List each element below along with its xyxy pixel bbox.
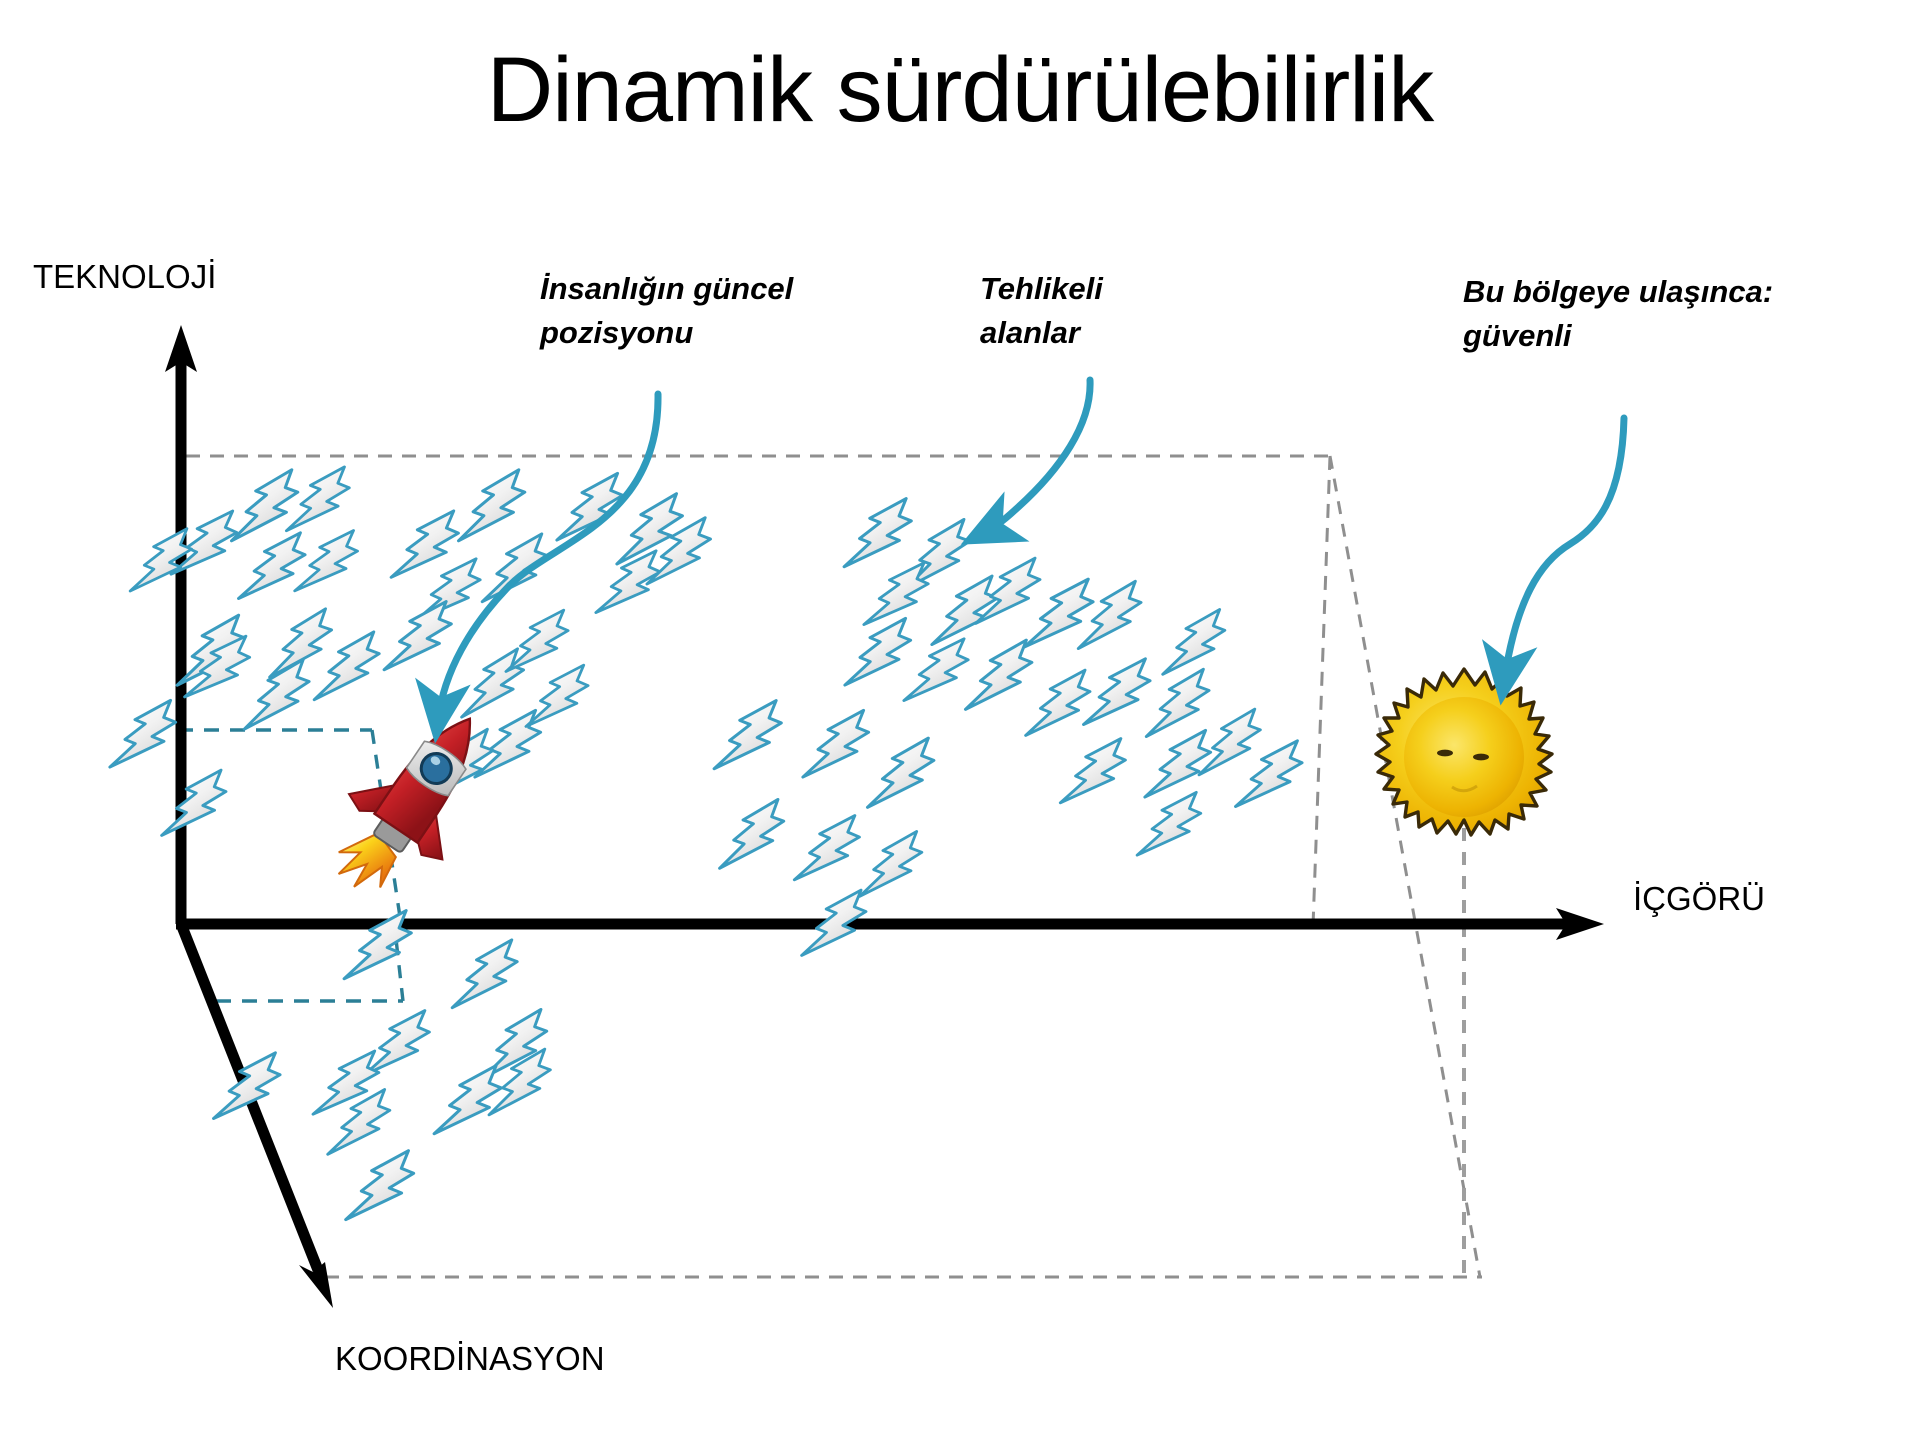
- z-axis-label: KOORDİNASYON: [335, 1340, 605, 1377]
- y-axis-arrowhead: [165, 325, 197, 372]
- sun-icon: [1374, 667, 1554, 837]
- annotation-danger-zones: Tehlikeli alanlar: [980, 271, 1103, 351]
- guide-rocket-right: [370, 729, 402, 918]
- x-axis-label: İÇGÖRÜ: [1633, 880, 1765, 917]
- annotation-safe-zone: Bu bölgeye ulaşınca: güvenli: [1463, 274, 1774, 354]
- arrow-to-sun: [1481, 414, 1628, 706]
- arrow-to-danger: [960, 376, 1094, 545]
- guide-right-vertical: [1311, 455, 1332, 927]
- sun-core: [1404, 697, 1524, 817]
- rocket-window-glint: [430, 756, 441, 766]
- rocket-flame: [337, 831, 398, 888]
- sun-mouth: [1451, 784, 1478, 793]
- guide-depth-upper: [1328, 455, 1482, 1278]
- y-axis-label: TEKNOLOJİ: [33, 258, 217, 295]
- z-axis-arrowhead: [299, 1262, 333, 1308]
- annotation-arrows: [415, 376, 1628, 744]
- rocket-window: [419, 751, 453, 785]
- sun-eye-right: [1473, 753, 1489, 761]
- guide-rocket-depth-right: [393, 929, 405, 1002]
- projection-guides: [178, 454, 1482, 1279]
- annotation-current-position: İnsanlığın güncel pozisyonu: [540, 271, 794, 351]
- page-title: Dinamik sürdürülebilirlik: [486, 39, 1434, 141]
- arrow-to-rocket: [415, 390, 662, 744]
- lightning-field: [108, 454, 1311, 1239]
- rocket-icon: [337, 717, 472, 888]
- sun-eye-left: [1437, 749, 1453, 757]
- x-axis-arrowhead: [1556, 908, 1604, 940]
